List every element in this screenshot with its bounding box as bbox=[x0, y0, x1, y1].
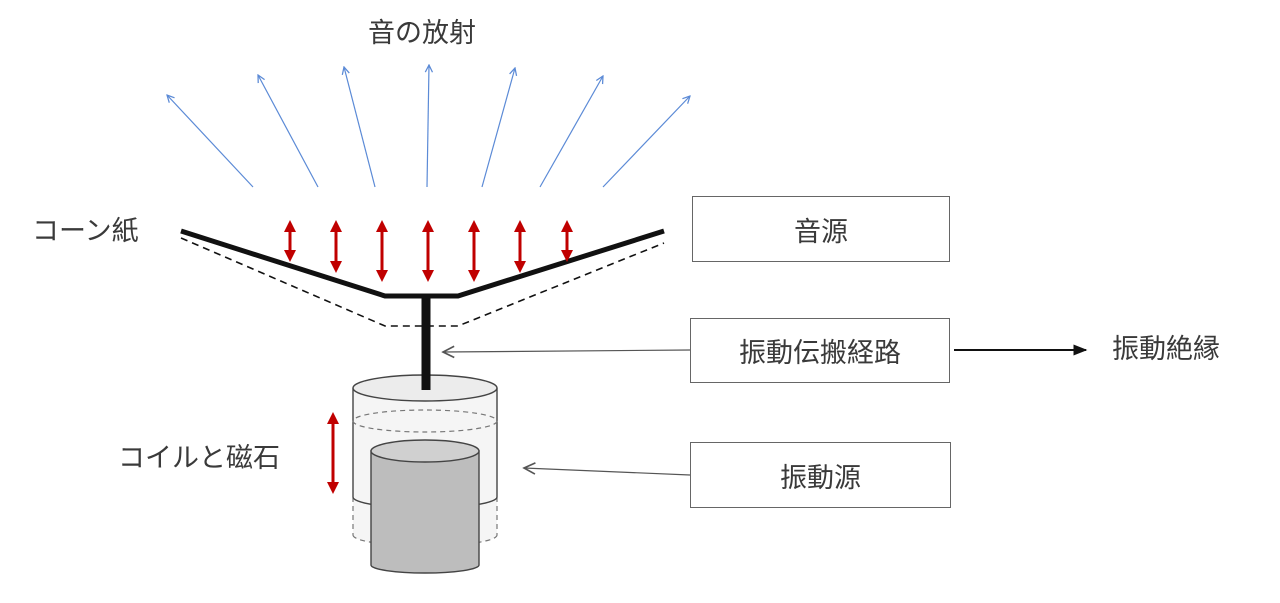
sound-radiation-arrows bbox=[167, 65, 690, 188]
vibration-source-box: 振動源 bbox=[690, 442, 951, 508]
cone-paper-label: コーン紙 bbox=[32, 216, 139, 247]
radiation-arrow bbox=[167, 95, 254, 188]
sound-source-box: 音源 bbox=[692, 196, 950, 262]
magnet-cylinder bbox=[370, 439, 480, 574]
vibration-path-box: 振動伝搬経路 bbox=[690, 318, 950, 383]
radiation-arrow bbox=[258, 75, 319, 188]
radiation-arrow bbox=[539, 76, 603, 188]
vibration-source-leader bbox=[524, 468, 691, 476]
magnet-top bbox=[370, 439, 480, 463]
radiation-arrow bbox=[602, 96, 690, 188]
vibration-insulation-label: 振動絶縁 bbox=[1112, 334, 1220, 365]
cone-vibration-arrows bbox=[284, 220, 573, 282]
vibration-path-leader bbox=[443, 350, 691, 352]
cone-paper bbox=[180, 228, 665, 299]
coil-magnet-label: コイルと磁石 bbox=[118, 443, 280, 474]
radiation-arrow bbox=[427, 65, 429, 188]
radiation-arrow bbox=[481, 68, 515, 188]
radiation-arrow bbox=[344, 67, 376, 188]
sound-radiation-label: 音の放射 bbox=[368, 18, 476, 49]
